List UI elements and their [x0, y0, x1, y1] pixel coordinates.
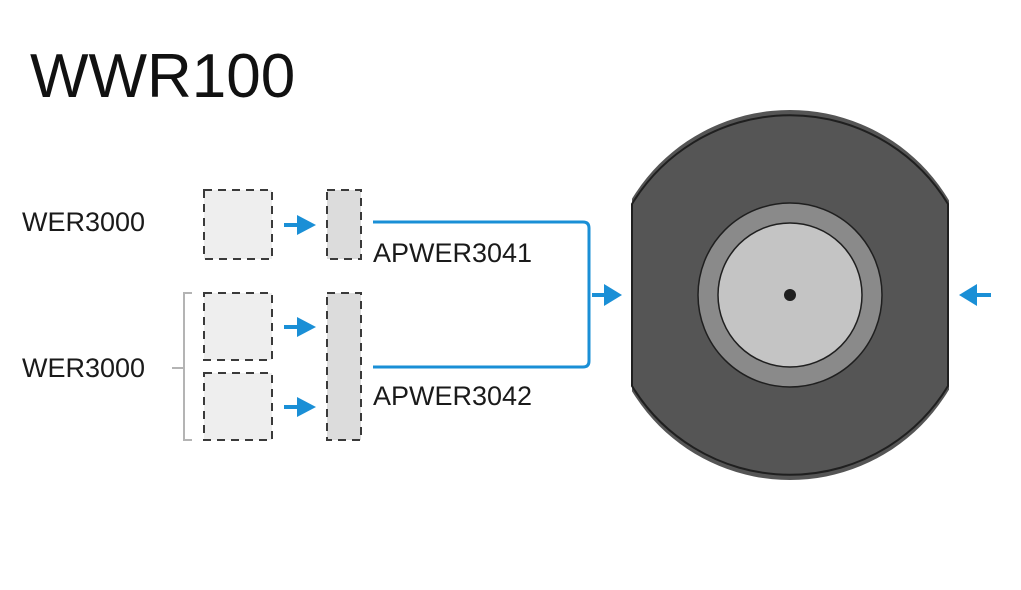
page-title: WWR100	[30, 42, 295, 111]
arrow-right-icon	[592, 284, 622, 306]
strip-apwer3042	[326, 292, 362, 441]
input-box-1	[203, 189, 273, 260]
output-label-apwer3042: APWER3042	[373, 381, 532, 411]
output-label-apwer3041: APWER3041	[373, 238, 532, 268]
input-box-3	[203, 372, 273, 441]
input-label-wer3000-single: WER3000	[22, 207, 145, 237]
feed-line	[373, 220, 591, 369]
input-box-2	[203, 292, 273, 361]
arrow-right-icon	[284, 397, 316, 417]
arrow-left-icon	[959, 284, 991, 306]
reel-outline	[631, 114, 949, 476]
strip-apwer3041	[326, 189, 362, 260]
reel-center-hole	[784, 289, 796, 301]
reel	[631, 110, 949, 480]
arrow-right-icon	[284, 215, 316, 235]
group-bracket	[183, 292, 192, 441]
arrow-right-icon	[284, 317, 316, 337]
input-label-wer3000-pair: WER3000	[22, 353, 145, 383]
